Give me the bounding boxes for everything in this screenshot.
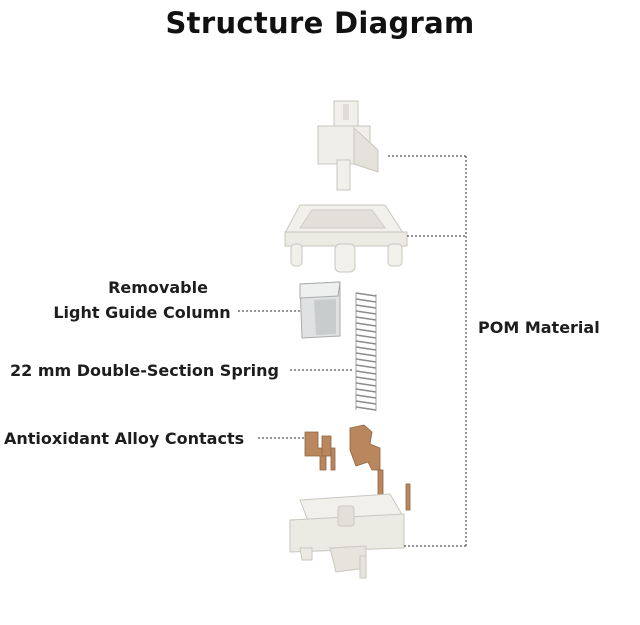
top-housing [284,204,408,273]
switch-stem [317,100,379,191]
alloy-contacts [304,424,411,511]
bottom-housing [289,493,405,579]
material-label: POM Material [478,318,600,337]
contacts-label: Antioxidant Alloy Contacts [4,429,245,448]
light-guide-column [299,281,341,339]
light-guide-label-line2: Light Guide Column [53,303,231,322]
light-guide-label-line1: Removable [108,278,208,297]
spring [355,292,377,411]
leader-lines [238,155,467,547]
spring-label: 22 mm Double-Section Spring [10,361,279,380]
diagram-title: Structure Diagram [165,6,475,40]
